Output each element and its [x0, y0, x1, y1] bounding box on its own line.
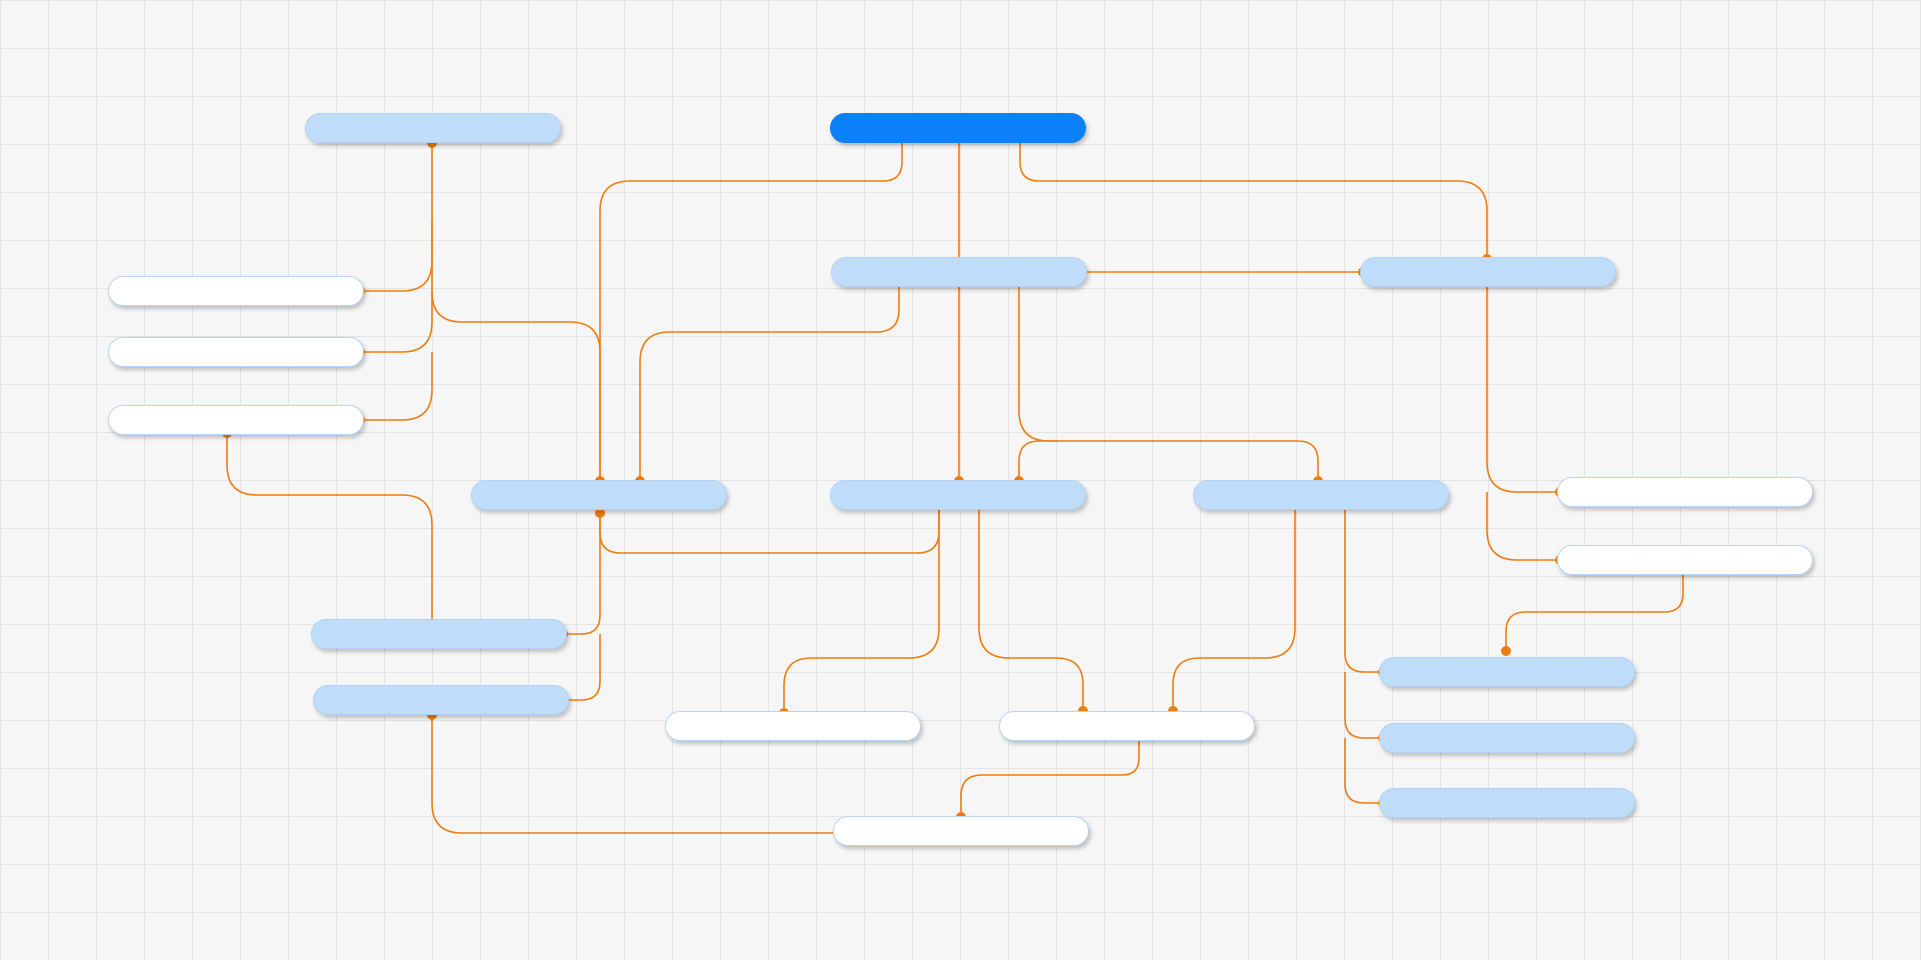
node-f[interactable] [311, 619, 567, 649]
connector-a-e[interactable] [431, 220, 601, 481]
connector-h-j[interactable] [1018, 287, 1319, 481]
node-o[interactable] [1557, 545, 1813, 575]
node-s[interactable] [1379, 788, 1635, 818]
node-d[interactable] [108, 405, 364, 435]
connector-a-c[interactable] [360, 291, 433, 353]
node-a[interactable] [305, 113, 561, 143]
connector-k-o[interactable] [1486, 492, 1560, 561]
node-h[interactable] [831, 257, 1087, 287]
node-i[interactable] [830, 480, 1086, 510]
node-n[interactable] [999, 711, 1255, 741]
node-j[interactable] [1193, 480, 1449, 510]
node-g[interactable] [313, 685, 569, 715]
connector-o-q[interactable] [1505, 575, 1684, 651]
connector-i-m[interactable] [783, 510, 940, 713]
connector-e-i[interactable] [599, 510, 940, 554]
node-l[interactable] [1557, 477, 1813, 507]
root-node[interactable] [830, 113, 1086, 143]
connector-h-i2[interactable] [1018, 440, 1060, 481]
connector-e-f[interactable] [563, 512, 601, 635]
node-b[interactable] [108, 276, 364, 306]
connector-h-e[interactable] [639, 287, 900, 481]
node-p[interactable] [833, 816, 1089, 846]
connector-root-k[interactable] [1019, 143, 1488, 259]
connector-j-n[interactable] [1172, 510, 1296, 711]
connector-i-n[interactable] [978, 510, 1084, 711]
node-r[interactable] [1379, 723, 1635, 753]
node-e[interactable] [471, 480, 727, 510]
connector-a-d[interactable] [360, 352, 433, 421]
node-m[interactable] [665, 711, 921, 741]
connector-d-f[interactable] [226, 433, 433, 619]
connector-j-s[interactable] [1344, 738, 1383, 804]
connector-a-b[interactable] [360, 143, 433, 292]
connector-j-q[interactable] [1344, 510, 1383, 673]
connector-k-l[interactable] [1486, 287, 1560, 493]
connector-e-g[interactable] [563, 634, 601, 701]
connector-root-e[interactable] [599, 143, 903, 481]
node-c[interactable] [108, 337, 364, 367]
connector-j-r[interactable] [1344, 672, 1383, 739]
connector-n-p[interactable] [960, 741, 1140, 817]
port-o-q-0[interactable] [1501, 646, 1511, 656]
node-k[interactable] [1360, 257, 1616, 287]
node-q[interactable] [1379, 657, 1635, 687]
